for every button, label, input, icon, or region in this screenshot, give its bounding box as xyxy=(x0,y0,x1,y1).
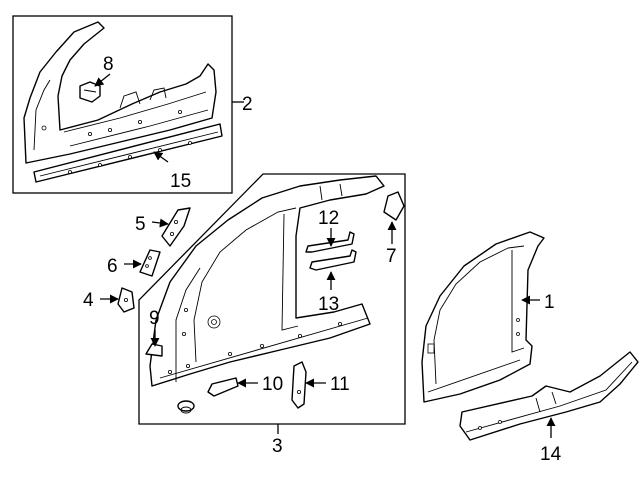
bracket-10 xyxy=(207,377,239,397)
outer-side-panel-1 xyxy=(421,231,545,403)
center-box-group: 12 13 7 9 10 11 3 xyxy=(138,173,406,457)
loose-brackets-group: 5 6 4 xyxy=(83,207,191,313)
callout-5: 5 xyxy=(135,214,146,235)
rocker-reinforcement xyxy=(33,123,223,183)
inner-side-panel xyxy=(23,21,217,164)
callout-13: 13 xyxy=(318,294,339,315)
rocker-panel-14 xyxy=(459,351,639,441)
callout-10: 10 xyxy=(262,374,283,395)
callout-9: 9 xyxy=(149,308,160,329)
inset-frame xyxy=(12,15,233,194)
callout-6: 6 xyxy=(107,256,118,277)
bracket-12 xyxy=(305,231,355,253)
side-assembly-3 xyxy=(149,175,385,387)
callout-11: 11 xyxy=(330,374,350,395)
callout-4: 4 xyxy=(83,290,94,311)
inset-box-group: 8 2 15 xyxy=(12,15,253,194)
outer-panel-group: 1 14 xyxy=(421,231,639,465)
bracket-8 xyxy=(79,81,101,103)
callout-1: 1 xyxy=(544,292,555,313)
center-frame xyxy=(138,173,406,425)
bracket-13 xyxy=(309,249,357,271)
callout-15: 15 xyxy=(170,171,191,192)
bracket-7 xyxy=(383,191,405,221)
callout-7: 7 xyxy=(386,246,397,267)
plug-grommet xyxy=(177,400,195,414)
callout-14: 14 xyxy=(540,444,562,465)
callout-8: 8 xyxy=(103,54,114,75)
bracket-9 xyxy=(145,343,163,357)
callout-2: 2 xyxy=(242,94,253,115)
bracket-11 xyxy=(291,361,307,409)
callout-12: 12 xyxy=(318,208,339,229)
bracket-4 xyxy=(117,287,135,313)
callout-3: 3 xyxy=(272,436,283,457)
bracket-5 xyxy=(161,207,191,247)
bracket-6 xyxy=(139,249,161,277)
